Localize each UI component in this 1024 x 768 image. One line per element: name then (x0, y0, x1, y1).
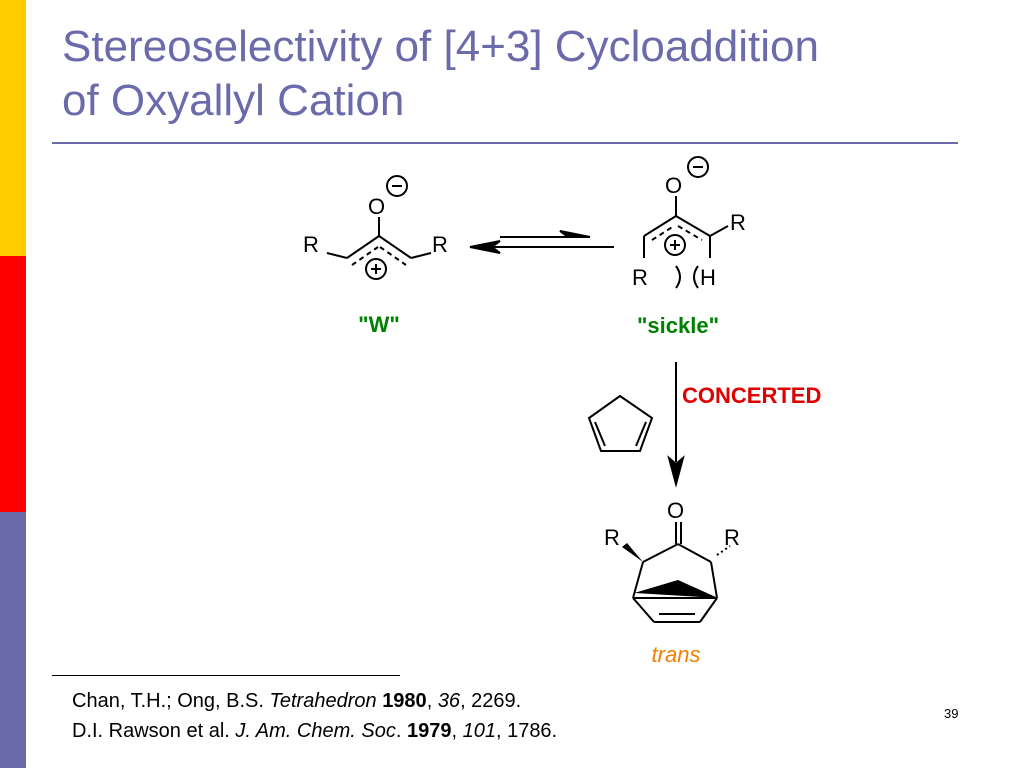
product-r-right-label: R (724, 525, 740, 550)
ref1-year: 1980 (382, 690, 427, 712)
bond-c3-r (709, 225, 729, 237)
methylene-bridge-wedge (634, 580, 718, 598)
bond-co-cb (677, 543, 712, 563)
ref1-pages: , 2269. (460, 690, 522, 712)
ref1-sep: , (426, 690, 438, 712)
bond-co-ca (642, 543, 679, 563)
sickle-conformer-label: "sickle" (637, 313, 719, 338)
wedge-bond-r-left (622, 543, 643, 562)
references: Chan, T.H.; Ong, B.S. Tetrahedron 1980 , … (72, 686, 557, 746)
title-divider (52, 142, 958, 144)
reference-1: Chan, T.H.; Ong, B.S. Tetrahedron 1980 , … (72, 686, 557, 716)
bond-c1-c2 (346, 235, 380, 259)
sickle-h-inner-label: H (700, 265, 716, 290)
bond-c2-c3 (675, 215, 711, 237)
ref2-volume: 101 (462, 720, 496, 742)
product-r-left-label: R (604, 525, 620, 550)
cyclopentadiene-structure (587, 394, 654, 452)
bond-cb-bridgehead-right (710, 561, 718, 599)
steric-clash-arc-right (693, 265, 699, 289)
page-number: 39 (944, 706, 959, 721)
bond-ca-bridgehead-left (632, 561, 644, 599)
cyclopentadiene-ring (587, 394, 654, 452)
bond-r-c1 (326, 252, 348, 259)
cyclopentadiene-double-bond-right (635, 421, 647, 447)
concerted-label: CONCERTED (682, 383, 821, 408)
forward-arrow-head (559, 230, 591, 238)
ref2-sep: , (451, 720, 463, 742)
delocalized-bond-left (651, 225, 675, 241)
sickle-r-inner-label: R (632, 265, 648, 290)
reference-2: D.I. Rawson et al. J. Am. Chem. Soc. 197… (72, 716, 557, 746)
delocalized-bond-right (677, 225, 703, 241)
product-wedges (622, 543, 718, 598)
ref2-year: 1979 (406, 720, 452, 742)
w-r-left-label: R (303, 232, 319, 257)
trans-product-label: trans (652, 642, 701, 667)
slide-title: Stereoselectivity of [4+3] Cycloaddition… (62, 20, 982, 128)
bicyclic-product-structure (632, 522, 731, 623)
equilibrium-arrows (469, 230, 614, 254)
reaction-arrow-head (667, 455, 685, 488)
bond-c3-r (410, 252, 432, 259)
ref1-authors: Chan, T.H.; Ong, B.S. (72, 690, 270, 712)
accent-bar-purple (0, 512, 26, 768)
ref2-authors: D.I. Rawson et al. (72, 720, 236, 742)
title-line-1: Stereoselectivity of [4+3] Cycloaddition (62, 22, 819, 71)
ref2-pages: , 1786. (495, 720, 558, 742)
ref2-journal: J. Am. Chem. Soc (235, 720, 396, 742)
accent-bar-red (0, 256, 26, 512)
reverse-arrow-head (469, 240, 501, 254)
sickle-oxygen-label: O (665, 173, 682, 198)
plus-charge-icon (365, 258, 387, 280)
reaction-arrow (667, 362, 685, 488)
product-oxygen-label: O (667, 498, 684, 523)
sickle-r-right-label: R (730, 210, 746, 235)
bond-left-alkene (632, 597, 655, 623)
bond-right-alkene (699, 597, 718, 623)
sickle-conformer-structure (643, 156, 729, 289)
w-oxygen-label: O (368, 194, 385, 219)
ref1-journal: Tetrahedron (269, 690, 377, 712)
w-conformer-structure (326, 175, 432, 280)
ref2-dot: . (395, 720, 407, 742)
w-r-right-label: R (432, 232, 448, 257)
ref1-volume: 36 (437, 690, 461, 712)
w-conformer-label: "W" (358, 312, 400, 337)
plus-charge-icon (664, 234, 686, 256)
minus-charge-icon (386, 175, 408, 197)
accent-bar-yellow (0, 0, 26, 256)
bond-c2-c3 (378, 235, 412, 259)
delocalized-bond-left (351, 246, 379, 266)
minus-charge-icon (687, 156, 709, 178)
steric-clash-arc-left (675, 265, 681, 289)
bond-c1-c2 (643, 215, 677, 237)
title-line-2: of Oxyallyl Cation (62, 76, 405, 125)
reference-divider (52, 675, 400, 676)
cyclopentadiene-double-bond-left (594, 421, 606, 447)
